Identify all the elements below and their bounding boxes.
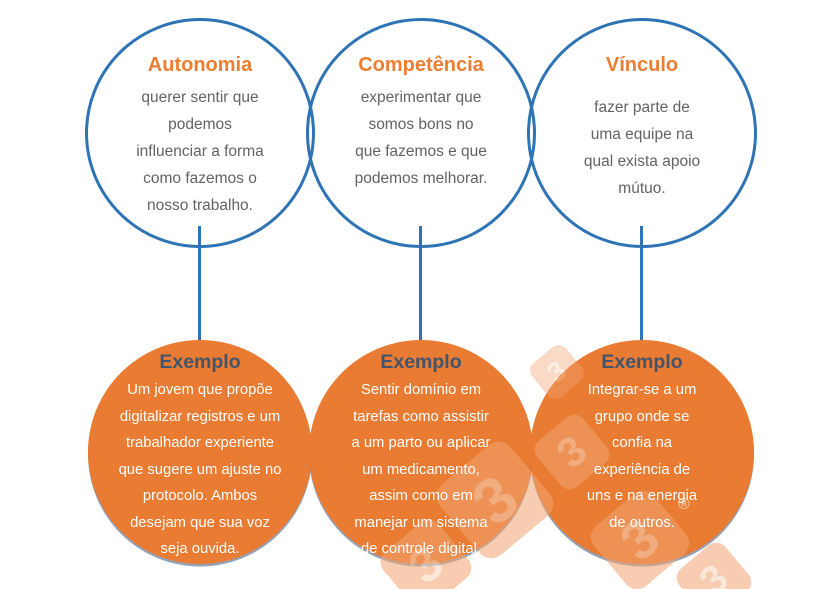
example-block-autonomia: Exemplo Um jovem que propõe digitalizar …	[93, 350, 307, 563]
example-description: Sentir domínio em tarefas como assistir …	[351, 382, 491, 557]
example-description: Integrar-se a um grupo onde se confia na…	[586, 382, 698, 531]
example-circle-autonomia	[88, 340, 312, 564]
concept-title: Competência	[358, 54, 484, 76]
example-title: Exemplo	[159, 351, 241, 373]
connector-line	[419, 226, 422, 344]
concept-block-autonomia: Autonomia querer sentir que podemos infl…	[105, 52, 295, 219]
concept-title: Vínculo	[605, 54, 679, 76]
connector-line	[198, 226, 201, 344]
connector-line	[640, 226, 643, 344]
concept-description: querer sentir que podemos influenciar a …	[136, 89, 264, 214]
concept-block-competencia: Competência experimentar que somos bons …	[326, 52, 516, 192]
example-title: Exemplo	[380, 351, 462, 373]
concept-description: experimentar que somos bons no que fazem…	[354, 89, 488, 187]
example-block-competencia: Exemplo Sentir domínio em tarefas como a…	[314, 350, 528, 563]
example-block-vinculo: Exemplo Integrar-se a um grupo onde se c…	[535, 350, 749, 536]
example-description: Um jovem que propõe digitalizar registro…	[118, 382, 282, 557]
concept-title: Autonomia	[147, 54, 253, 76]
concept-description: fazer parte de uma equipe na qual exista…	[583, 99, 701, 197]
concept-block-vinculo: Vínculo fazer parte de uma equipe na qua…	[547, 52, 737, 202]
example-title: Exemplo	[601, 351, 683, 373]
watermark-glyph: 3	[691, 555, 737, 589]
